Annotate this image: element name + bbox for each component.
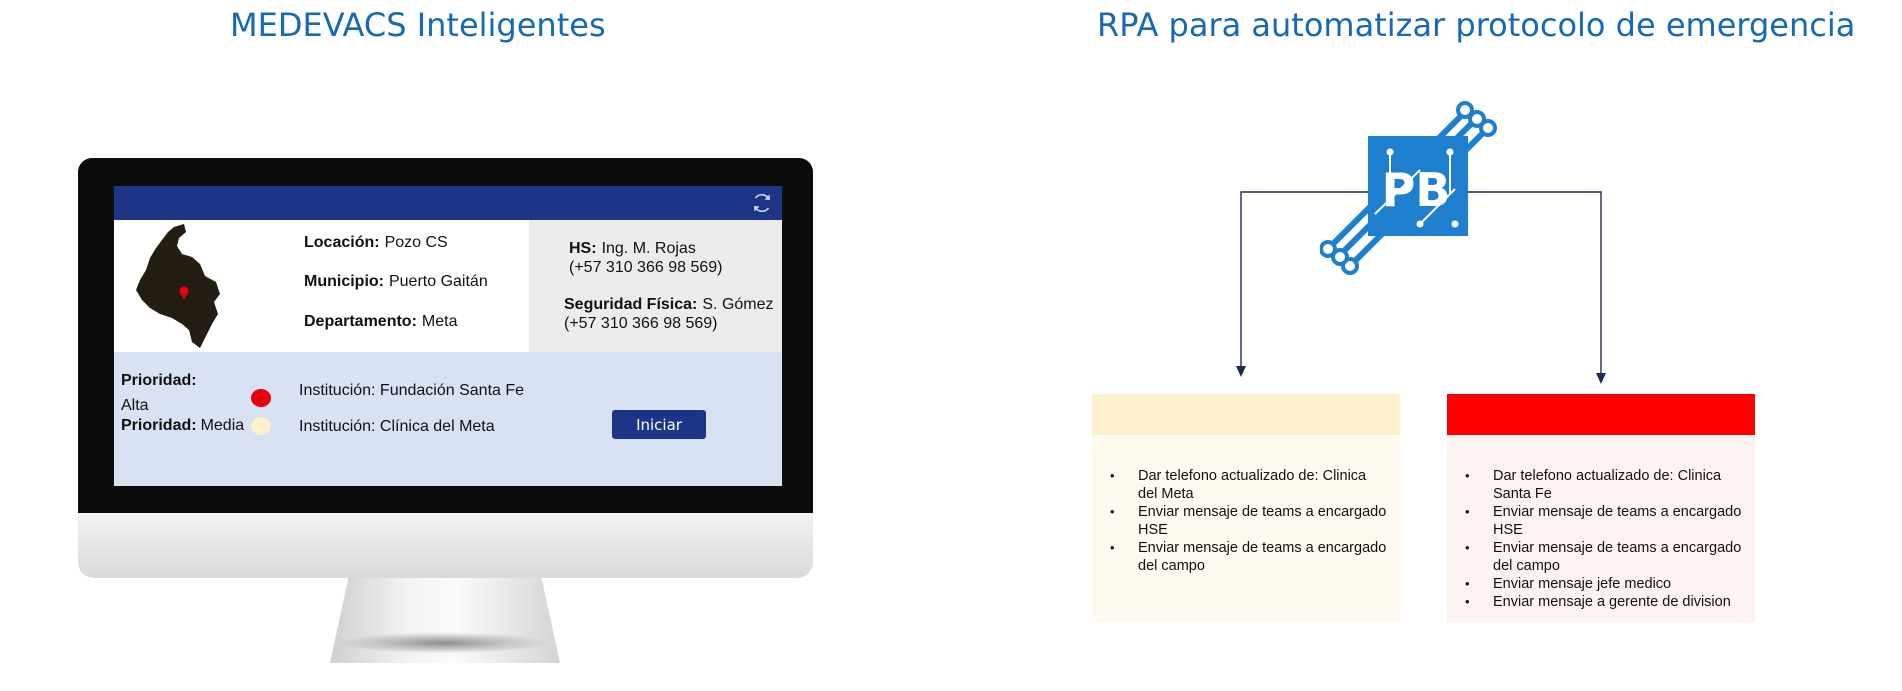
refresh-icon[interactable] [750,191,774,215]
title-medevacs: MEDEVACS Inteligentes [230,6,606,44]
card-header-high [1447,394,1755,435]
colombia-map-icon [136,224,220,348]
rpa-logo-text: PB [1382,163,1451,217]
list-item: Enviar mensaje a gerente de division [1465,593,1743,611]
priority-panel: Prioridad: Alta Institución: Fundación S… [114,352,782,486]
arrow-head-right [1596,373,1606,384]
location-info-panel: Locación:Pozo CS Municipio:Puerto Gaitán… [114,220,529,352]
list-item: Enviar mensaje de teams a encargado del … [1465,539,1743,575]
list-item: Enviar mensaje de teams a encargado HSE [1465,503,1743,539]
priority-high-level: Alta [121,397,149,414]
screen-header-bar [114,186,782,220]
hs-contact: HS:Ing. M. Rojas [569,240,696,257]
title-rpa: RPA para automatizar protocolo de emerge… [1097,6,1856,44]
list-item: Dar telefono actualizado de: Clinica del… [1110,467,1388,503]
list-item: Enviar mensaje jefe medico [1465,575,1743,593]
card-body-medium: Dar telefono actualizado de: Clinica del… [1092,435,1400,622]
physical-security-contact: Seguridad Física:S. Gómez [564,296,774,313]
list-item: Enviar mensaje de teams a encargado del … [1110,539,1388,575]
priority-high-dot [251,389,271,407]
priority-medium-label: Prioridad:Media [121,417,245,434]
location-field: Locación:Pozo CS [304,234,448,251]
action-card-high-priority: Dar telefono actualizado de: Clinica San… [1447,394,1755,622]
card-body-high: Dar telefono actualizado de: Clinica San… [1447,435,1755,622]
institution-medium: Institución: Clínica del Meta [299,418,495,435]
action-card-medium-priority: Dar telefono actualizado de: Clinica del… [1092,394,1400,622]
monitor-chin [78,513,813,578]
arrow-head-left [1236,366,1246,377]
rpa-robot-icon: PB [1320,101,1497,275]
physical-security-phone: (+57 310 366 98 569) [564,315,718,332]
municipality-field: Municipio:Puerto Gaitán [304,273,488,290]
action-list-high: Dar telefono actualizado de: Clinica San… [1447,435,1755,611]
hs-phone: (+57 310 366 98 569) [569,259,723,276]
action-list-medium: Dar telefono actualizado de: Clinica del… [1092,435,1400,575]
contacts-panel: HS:Ing. M. Rojas (+57 310 366 98 569) Se… [529,220,782,352]
priority-high-label: Prioridad: [121,372,197,389]
institution-high: Institución: Fundación Santa Fe [299,382,525,399]
department-field: Departamento:Meta [304,313,458,330]
list-item: Enviar mensaje de teams a encargado HSE [1110,503,1388,539]
monitor-screen: Locación:Pozo CS Municipio:Puerto Gaitán… [114,186,782,486]
stand-shadow [338,632,548,654]
start-button[interactable]: Iniciar [612,410,706,439]
card-header-medium [1092,394,1400,435]
list-item: Dar telefono actualizado de: Clinica San… [1465,467,1743,503]
priority-medium-dot [251,417,271,435]
